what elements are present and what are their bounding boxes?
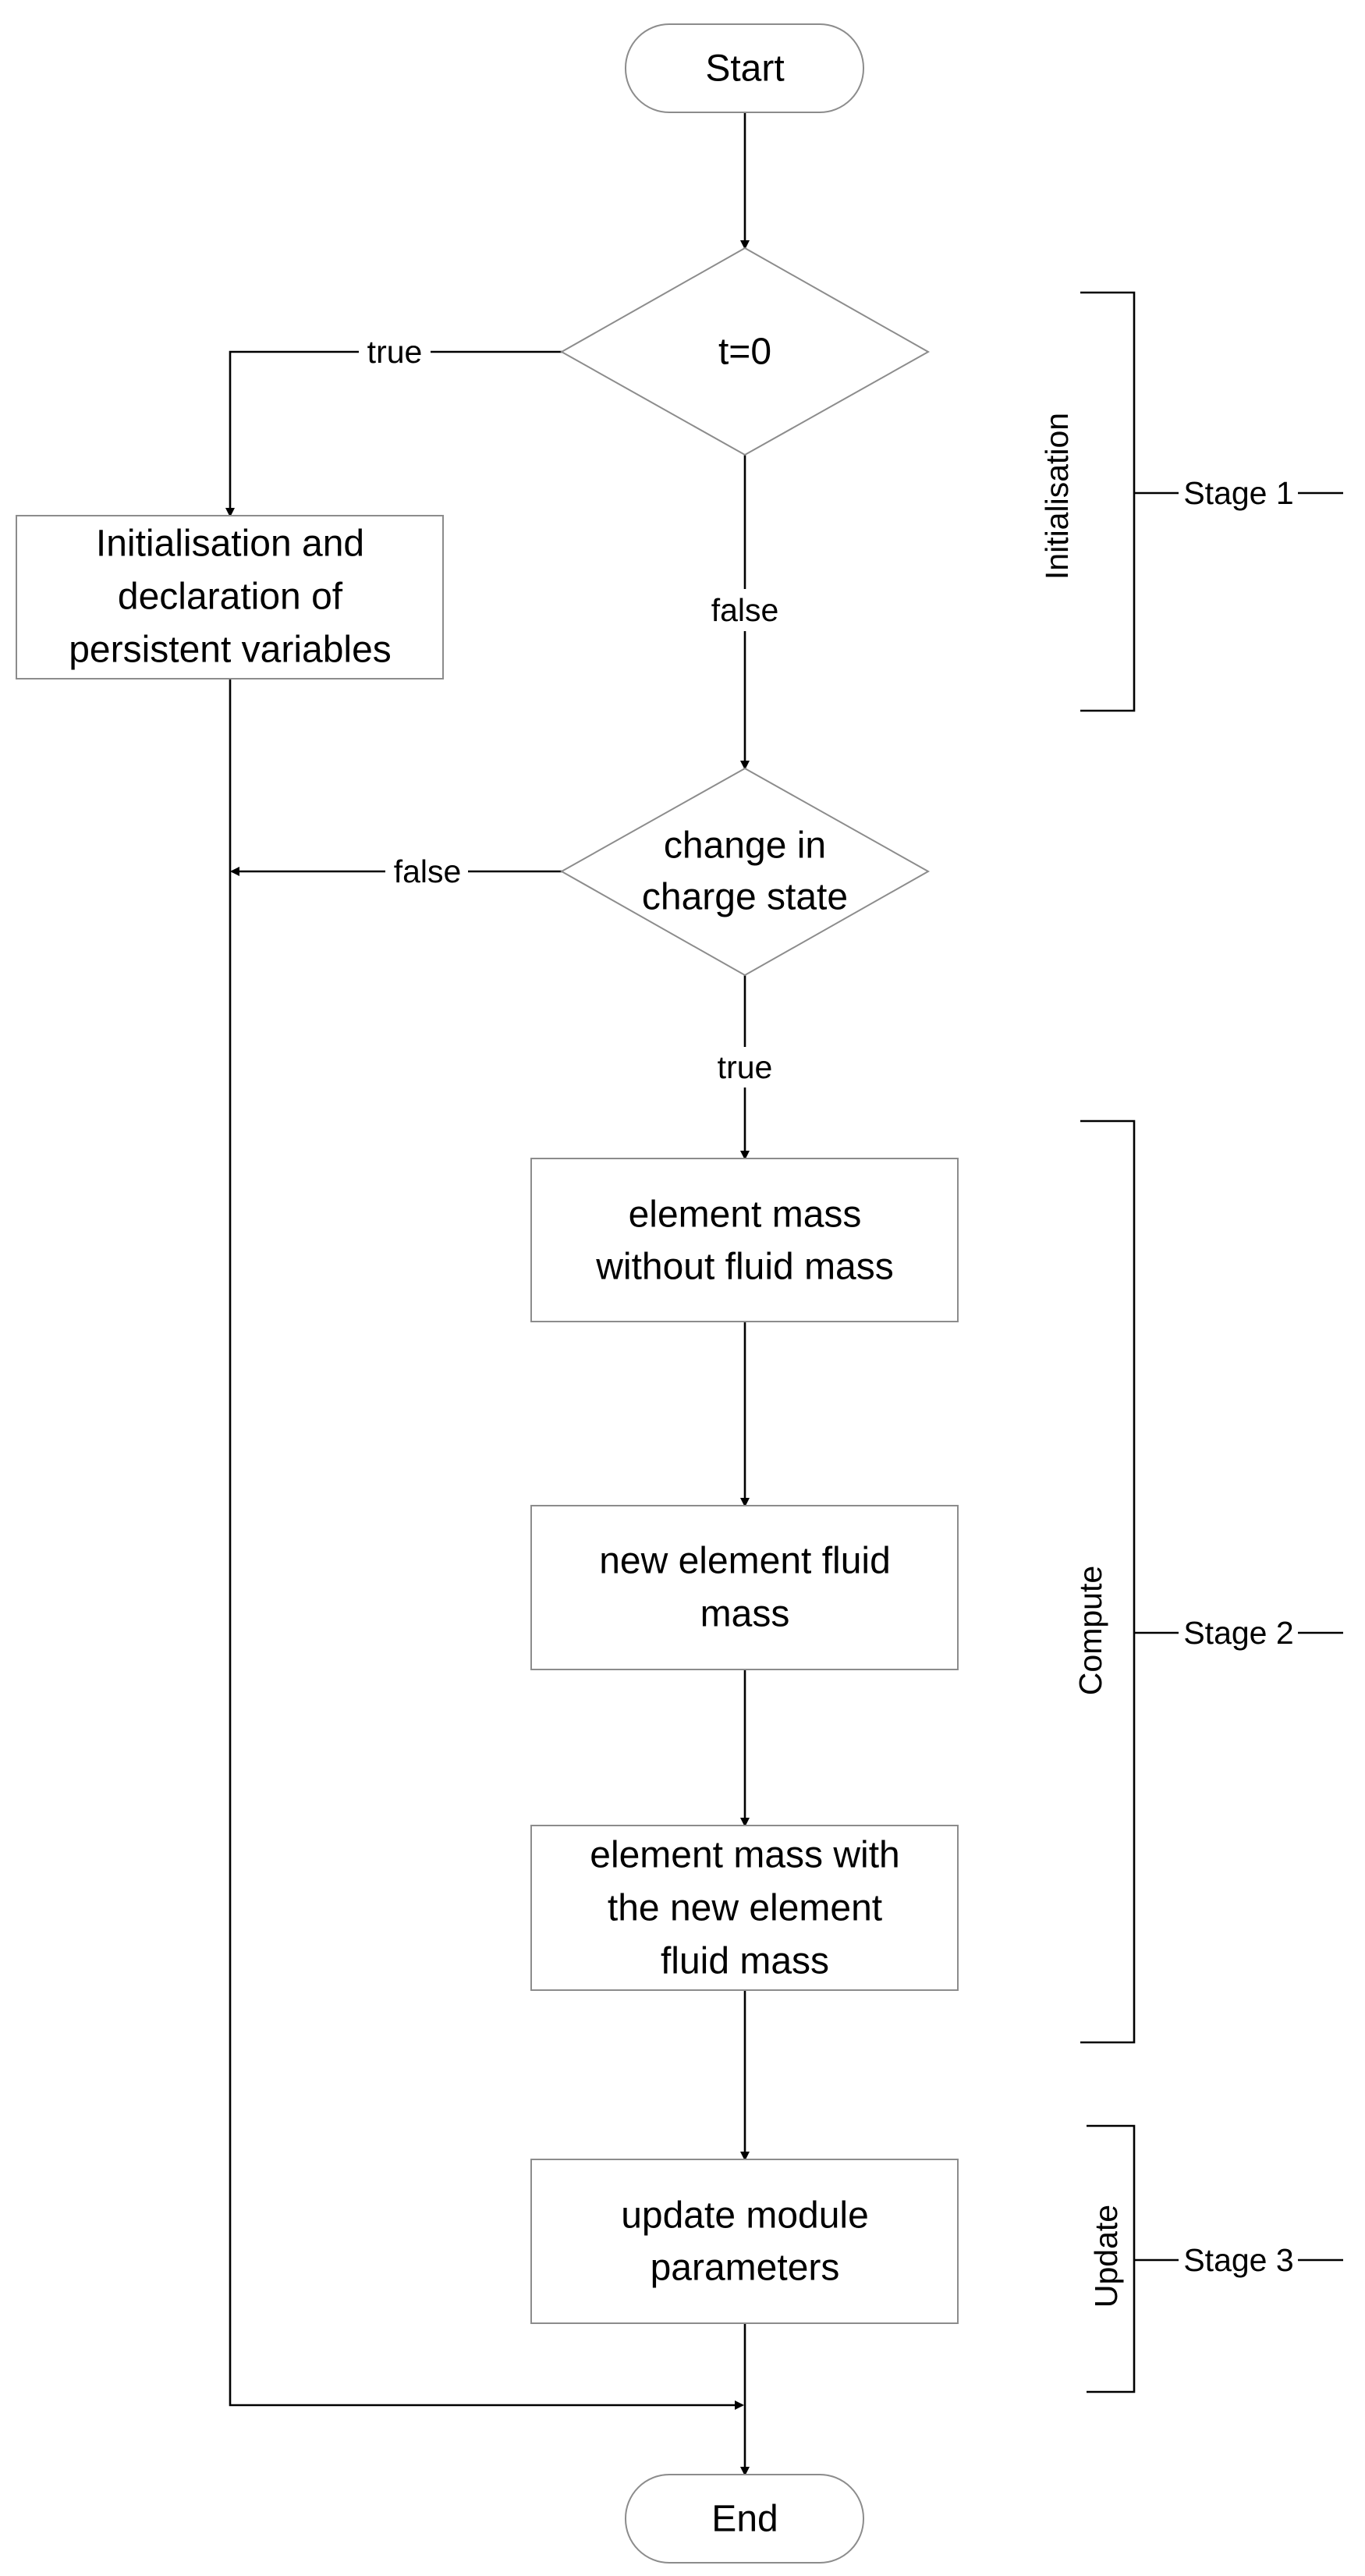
process-init-line-3: persistent variables [69, 630, 392, 671]
stage-3-label: Stage 3 [1183, 2242, 1293, 2278]
process-mass-with-line-3: fluid mass [661, 1941, 829, 1982]
decision-change-line-2: charge state [642, 877, 848, 918]
process-mass-with-fluid: element mass with the new element fluid … [530, 1825, 959, 1991]
stage-2-phase: Compute [1072, 1566, 1108, 1695]
process-update-line-2: parameters [651, 2248, 840, 2289]
stage-2-label: Stage 2 [1183, 1615, 1293, 1651]
edge-init-to-end [229, 679, 744, 2410]
stage-1-label: Stage 1 [1183, 475, 1293, 511]
process-mass-without-line-2: without fluid mass [595, 1247, 894, 1288]
stage-1-bracket: Stage 1 Initialisation [1039, 291, 1343, 712]
edge-labels: true false false true [359, 332, 788, 1088]
edge-label-change-false: false [394, 853, 462, 889]
edge-label-t0-true: true [367, 334, 423, 370]
process-update-parameters: update module parameters [530, 2159, 959, 2324]
stage-3-phase: Update [1088, 2205, 1124, 2308]
decision-t0-label: t=0 [718, 332, 771, 373]
process-init-line-1: Initialisation and [96, 523, 364, 565]
start-terminal: Start [625, 23, 864, 113]
end-label: End [711, 2499, 778, 2540]
process-mass-with-line-2: the new element [608, 1888, 882, 1929]
process-init-line-2: declaration of [118, 577, 343, 618]
process-new-fluid-line-1: new element fluid [599, 1541, 891, 1582]
process-new-fluid-line-2: mass [700, 1594, 790, 1635]
process-mass-without-line-1: element mass [629, 1194, 862, 1236]
stage-1-phase: Initialisation [1039, 413, 1075, 580]
process-mass-without-fluid: element mass without fluid mass [530, 1158, 959, 1322]
edge-label-change-true: true [718, 1049, 773, 1085]
edge-t0-true [225, 350, 563, 517]
decision-t0: t=0 [559, 247, 931, 456]
process-init: Initialisation and declaration of persis… [16, 515, 444, 679]
process-mass-with-line-1: element mass with [590, 1835, 899, 1876]
stage-2-bracket: Stage 2 Compute [1072, 1119, 1343, 2044]
decision-change-line-1: change in [664, 825, 826, 867]
end-terminal: End [625, 2474, 864, 2564]
process-new-fluid-mass: new element fluid mass [530, 1505, 959, 1670]
process-update-line-1: update module [621, 2195, 869, 2237]
edge-label-t0-false: false [711, 592, 779, 628]
decision-change-charge-state: change in charge state [559, 767, 931, 977]
stage-3-bracket: Stage 3 Update [1087, 2124, 1343, 2393]
start-label: Start [705, 48, 784, 90]
